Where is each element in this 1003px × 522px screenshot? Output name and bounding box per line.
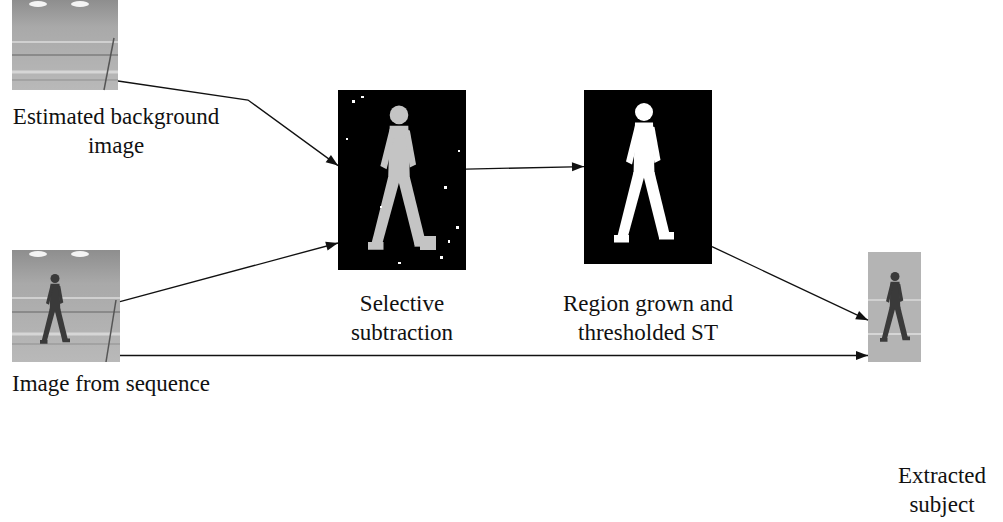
flow-arrow (120, 242, 338, 302)
image-panel: Selective subtraction (338, 90, 466, 270)
image-caption: Region grown and thresholded ST (548, 290, 748, 348)
image-panel: Extracted subject (868, 252, 921, 362)
flow-arrow (466, 162, 584, 171)
sequence-photo (12, 250, 120, 362)
background-photo (12, 0, 118, 90)
image-panel: Estimated background image (12, 0, 118, 90)
region-image (584, 90, 712, 264)
flow-arrow (712, 247, 868, 321)
extracted-photo (868, 252, 921, 362)
image-panel: Image from sequence (12, 250, 120, 362)
image-caption: Image from sequence (12, 370, 342, 399)
image-caption: Estimated background image (0, 103, 232, 161)
image-caption: Extracted subject (884, 462, 1000, 520)
subtraction-image (338, 90, 466, 270)
image-panel: Region grown and thresholded ST (584, 90, 712, 264)
image-caption: Selective subtraction (322, 290, 482, 348)
flow-arrow (120, 351, 868, 360)
